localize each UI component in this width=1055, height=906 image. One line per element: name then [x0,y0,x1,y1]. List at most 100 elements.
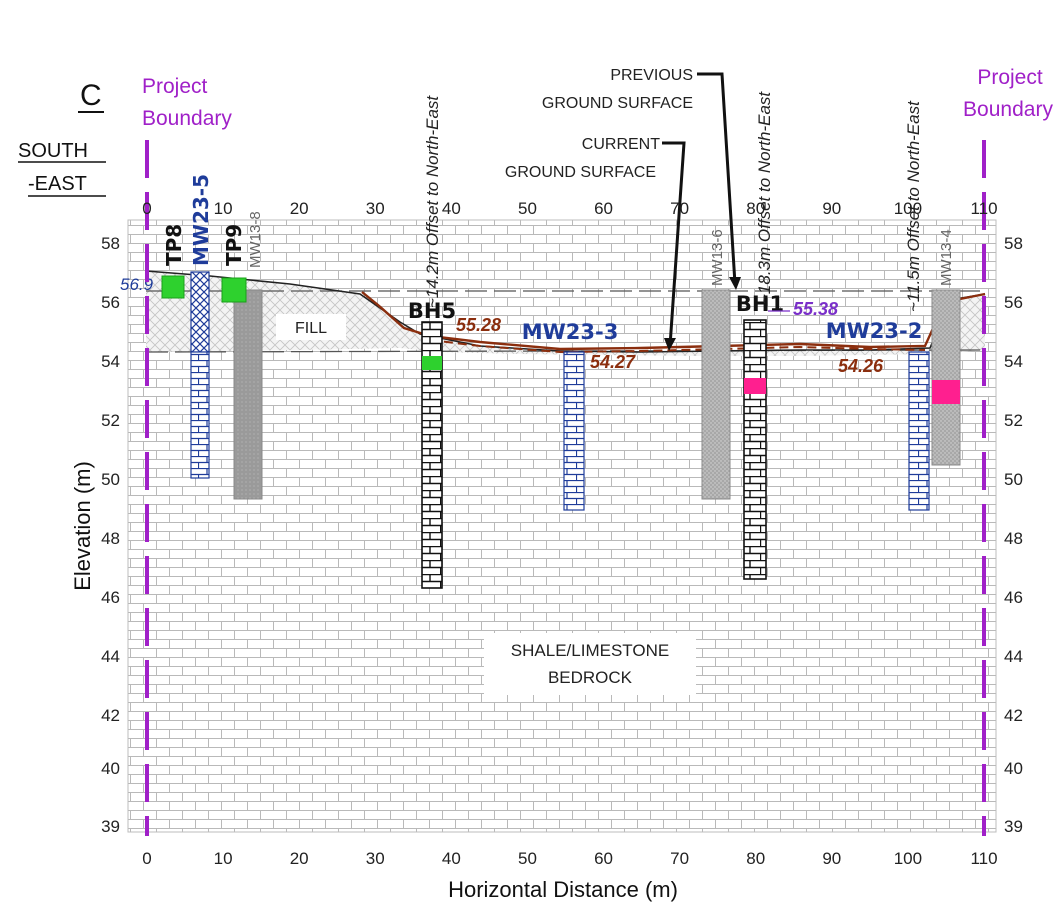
borehole-tp8-marker [161,275,185,299]
x-tick-top-0: 0 [142,199,151,218]
borehole-mw23-3-column [563,351,585,511]
y-tick-right-52: 52 [1004,411,1023,430]
section-header: C SOUTH -EAST [18,79,106,197]
y-tick-right-50: 50 [1004,470,1023,489]
ground-callouts: PREVIOUS GROUND SURFACE CURRENT GROUND S… [505,67,741,351]
y-tick-right-46: 46 [1004,588,1023,607]
y-tick-right-54: 54 [1004,352,1023,371]
elev-55-38: 55.38 [793,299,838,319]
offset-mw23-2: ~11.5m Offset to North-East [904,100,923,312]
elev-54-27: 54.27 [590,352,636,372]
x-tick-top-90: 90 [822,199,841,218]
x-tick-bottom-90: 90 [822,849,841,868]
label-mw23-3: MW23-3 [522,320,619,344]
y-tick-right-40: 40 [1004,759,1023,778]
y-tick-right-44: 44 [1004,647,1023,666]
boundary-right-line2: Boundary [963,98,1053,121]
x-tick-top-70: 70 [670,199,689,218]
label-mw13-4: MW13-4 [938,229,955,286]
x-tick-bottom-20: 20 [290,849,309,868]
bedrock-label-line2: BEDROCK [548,668,633,687]
elev-55-28: 55.28 [456,315,501,335]
boreholes [161,271,961,589]
x-tick-top-20: 20 [290,199,309,218]
x-tick-top-100: 100 [894,199,922,218]
y-tick-right-39: 39 [1004,817,1023,836]
y-tick-right-56: 56 [1004,293,1023,312]
x-tick-top-40: 40 [442,199,461,218]
y-tick-left-56: 56 [101,293,120,312]
fill-label: FILL [295,320,327,337]
y-tick-right-42: 42 [1004,706,1023,725]
borehole-mw13-8-column [233,289,263,500]
x-tick-bottom-0: 0 [142,849,151,868]
borehole-mw13-4-marker [932,380,960,404]
y-tick-left-39: 39 [101,817,120,836]
elev-54-26: 54.26 [838,356,884,376]
current-ground-line [361,291,986,351]
previous-ground-line1: PREVIOUS [610,67,693,84]
borehole-bh1-column [743,319,767,580]
y-tick-right-58: 58 [1004,234,1023,253]
label-tp8: TP8 [162,224,186,266]
fill-layer [146,271,985,356]
boundary-right-line1: Project [977,66,1043,89]
x-tick-bottom-30: 30 [366,849,385,868]
x-tick-bottom-100: 100 [894,849,922,868]
borehole-mw13-6-column [701,289,731,500]
direction-line1: SOUTH [18,140,88,162]
y-tick-left-44: 44 [101,647,120,666]
fill-label-box [276,314,346,340]
y-axis-title: Elevation (m) [70,461,95,591]
y-tick-left-54: 54 [101,352,120,371]
x-tick-top-80: 80 [746,199,765,218]
bedrock-label-line1: SHALE/LIMESTONE [511,641,669,660]
x-tick-top-110: 110 [970,199,997,218]
x-tick-bottom-70: 70 [670,849,689,868]
elevation-readouts: 56.9 55.28 54.27 55.38 54.26 [120,275,884,376]
x-tick-bottom-50: 50 [518,849,537,868]
ground-surface-lines [145,270,986,354]
borehole-bh5-marker [422,356,442,370]
label-mw23-2: MW23-2 [826,319,923,343]
x-tick-bottom-60: 60 [594,849,613,868]
boundary-left-line1: Project [142,75,208,98]
y-tick-left-46: 46 [101,588,120,607]
borehole-mw23-5-column [190,271,210,353]
offset-bh1: ~18.3m Offset to North-East [755,91,774,304]
borehole-bh1-marker [744,378,766,394]
y-tick-left-50: 50 [101,470,120,489]
label-mw23-5: MW23-5 [189,174,213,266]
y-tick-left-48: 48 [101,529,120,548]
x-tick-top-30: 30 [366,199,385,218]
current-ground-line1: CURRENT [582,136,660,153]
previous-ground-line2: GROUND SURFACE [542,95,693,112]
borehole-mw13-4-column [931,289,961,466]
borehole-mw23-5-screen [190,351,210,479]
y-tick-left-52: 52 [101,411,120,430]
label-mw13-6: MW13-6 [709,229,726,286]
label-bh1: BH1 [736,292,784,316]
current-ground-line2: GROUND SURFACE [505,164,656,181]
direction-line2: -EAST [28,173,87,195]
borehole-labels: TP8 MW23-5 TP9 MW13-8 BH5 MW23-3 MW13-6 … [162,174,955,344]
label-tp9: TP9 [222,224,246,266]
plot-area: FILL [127,219,997,833]
y-tick-left-40: 40 [101,759,120,778]
x-tick-top-10: 10 [214,199,233,218]
x-tick-bottom-110: 110 [970,849,997,868]
x-tick-bottom-10: 10 [214,849,233,868]
borehole-mw23-2-column [908,351,930,511]
boundary-left-line2: Boundary [142,107,232,130]
x-tick-labels-top: 0 10 20 30 40 50 60 70 80 90 100 110 [142,199,997,218]
x-tick-top-50: 50 [518,199,537,218]
y-tick-left-58: 58 [101,234,120,253]
x-tick-bottom-80: 80 [746,849,765,868]
label-bh5: BH5 [408,299,456,323]
x-axis-title: Horizontal Distance (m) [448,877,678,902]
y-tick-right-48: 48 [1004,529,1023,548]
x-tick-top-60: 60 [594,199,613,218]
